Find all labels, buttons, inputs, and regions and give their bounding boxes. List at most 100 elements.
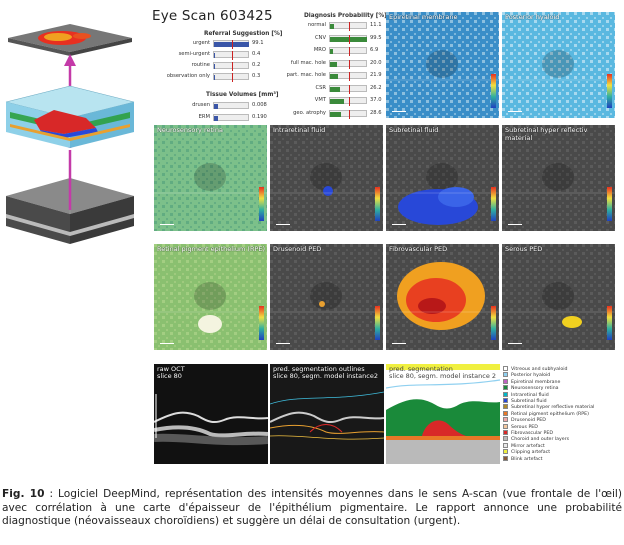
bar-value: 0.190 xyxy=(252,114,267,120)
panel-title: Epiretinal membrane xyxy=(389,13,458,21)
bar-row: VMT 37.0 xyxy=(268,96,388,106)
bar-value: 21.9 xyxy=(370,72,382,78)
bar-value: 6.9 xyxy=(370,47,379,53)
legend-swatch xyxy=(503,423,508,429)
threshold-mark xyxy=(232,40,233,49)
threshold-mark xyxy=(232,51,233,60)
legend-swatch xyxy=(503,442,508,448)
panel-title: Retinal pigment epithelium (RPE) xyxy=(157,245,266,253)
referral-title: Referral Suggestion [%] xyxy=(204,31,283,37)
legend-label: Neurosensory retina xyxy=(511,386,559,392)
scale-bar xyxy=(508,111,522,112)
bar-track xyxy=(329,84,367,94)
legend-item: Subretinal hyper reflective material xyxy=(503,404,594,410)
legend-item: Clipping artefact xyxy=(503,449,550,455)
bar-label: drusen xyxy=(192,102,210,108)
bar-label: normal xyxy=(307,22,326,28)
bar-fill xyxy=(330,49,333,54)
bar-label: part. mac. hole xyxy=(286,72,326,78)
legend-swatch xyxy=(503,430,508,435)
color-bar xyxy=(259,306,264,340)
bar-label: semi-urgent xyxy=(178,51,210,57)
en-face-panel: Retinal pigment epithelium (RPE) xyxy=(154,244,267,350)
bar-fill xyxy=(330,24,335,29)
legend-label: Choroid and outer layers xyxy=(511,437,570,443)
legend-swatch xyxy=(503,449,508,455)
arrow-head-icon xyxy=(64,54,76,66)
color-bar xyxy=(375,306,380,340)
color-bar xyxy=(607,74,612,108)
bar-label: routine xyxy=(191,62,210,68)
bar-track xyxy=(329,72,367,81)
bar-track xyxy=(213,62,249,71)
legend-label: Fibrovascular PED xyxy=(511,431,553,436)
tissue-title: Tissue Volumes [mm³] xyxy=(206,92,279,98)
en-face-panel: Posterior hyaloid xyxy=(502,12,615,118)
scale-bar xyxy=(392,224,406,225)
bar-value: 37.0 xyxy=(370,97,382,103)
bar-track xyxy=(213,73,249,82)
legend-swatch xyxy=(503,378,508,384)
legend-label: Mirror artefact xyxy=(511,443,545,449)
threshold-mark xyxy=(349,47,350,56)
threshold-mark xyxy=(349,84,350,94)
bar-track xyxy=(329,47,367,56)
threshold-mark xyxy=(349,109,350,119)
legend-label: Blink artefact xyxy=(511,456,543,462)
threshold-mark xyxy=(349,59,350,69)
legend-item: Retinal pigment epithelium (RPE) xyxy=(503,410,589,417)
threshold-mark xyxy=(349,22,350,31)
legend-label: Serous PED xyxy=(511,424,538,430)
bar-row: normal 11.1 xyxy=(268,21,388,31)
map-title-line2: slice 80, segm. model instance 2 xyxy=(389,372,497,380)
legend-swatch xyxy=(503,417,508,423)
legend-label: Epiretinal membrane xyxy=(511,379,561,385)
legend-item: Subretinal fluid xyxy=(503,398,547,404)
bar-value: 20.0 xyxy=(370,59,382,66)
bar-label: CSR xyxy=(315,84,326,91)
legend-item: Blink artefact xyxy=(503,455,543,462)
panel-title: Subretinal fluid xyxy=(389,126,439,134)
diagnosis-title: Diagnosis Probability [%] xyxy=(304,13,387,19)
bar-value: 0.008 xyxy=(252,102,267,108)
bar-fill xyxy=(214,75,215,80)
en-face-panel: Subretinal fluid xyxy=(386,125,499,231)
bar-fill xyxy=(330,111,341,117)
bar-label: VMT xyxy=(314,97,326,103)
bar-track xyxy=(213,51,249,60)
bar-track xyxy=(329,97,367,106)
bar-fill xyxy=(330,36,367,42)
bar-fill xyxy=(214,64,215,69)
bar-value: 0.3 xyxy=(252,73,261,79)
bar-value: 11.1 xyxy=(370,22,382,28)
legend-item: Choroid and outer layers xyxy=(503,436,569,442)
legend-swatch xyxy=(503,385,508,391)
en-face-panel: Drusenoid PED xyxy=(270,244,383,350)
bar-row: drusen 0.008 xyxy=(150,101,270,110)
bar-track xyxy=(213,40,249,49)
scale-bar xyxy=(508,343,522,344)
legend-item: Serous PED xyxy=(503,423,538,430)
bar-value: 28.6 xyxy=(370,109,382,116)
panel-title: Serous PED xyxy=(505,245,543,253)
bar-track xyxy=(329,59,367,69)
legend-swatch xyxy=(503,372,508,378)
legend-item: Mirror artefact xyxy=(503,442,545,449)
color-bar xyxy=(607,306,612,340)
scale-bar xyxy=(160,343,174,344)
bar-value: 99.1 xyxy=(252,40,264,46)
raw-title-line1: raw OCT xyxy=(157,365,185,373)
bar-fill xyxy=(214,53,215,58)
legend-label: Posterior hyaloid xyxy=(511,373,551,379)
raw-oct-panel: raw OCT slice 80 xyxy=(154,364,268,464)
threshold-mark xyxy=(232,62,233,71)
bar-track xyxy=(213,102,249,109)
scale-bar xyxy=(392,343,406,344)
